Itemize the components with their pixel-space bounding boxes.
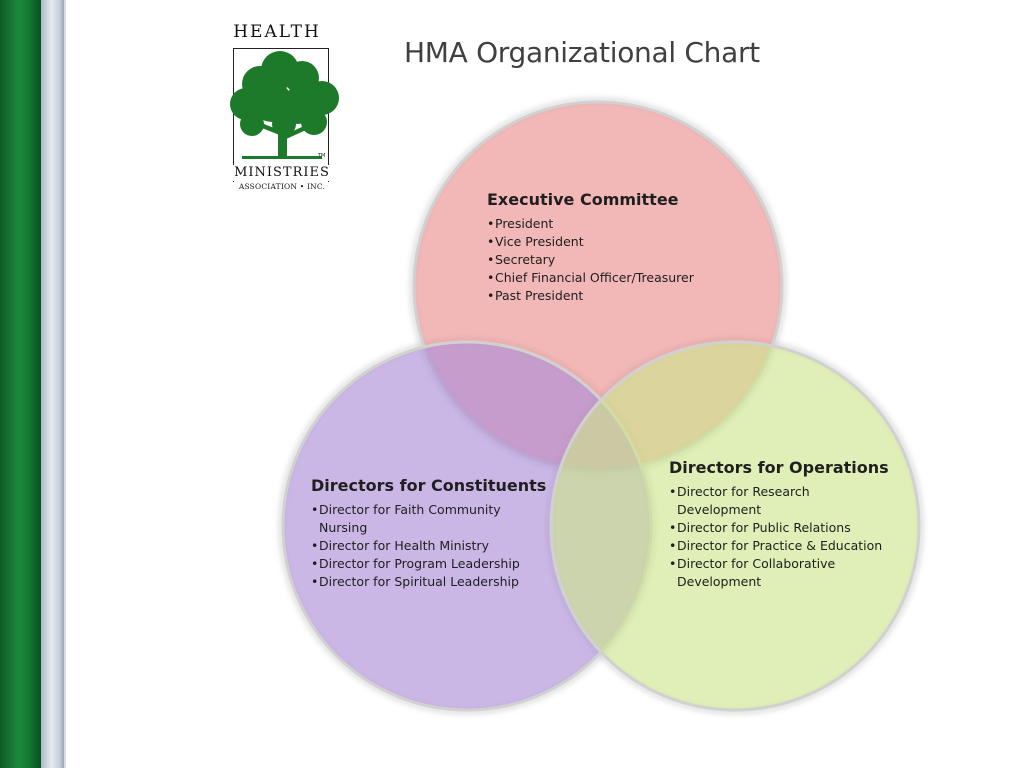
- bullet: •: [311, 502, 319, 517]
- executive-committee-title: Executive Committee: [487, 190, 679, 209]
- list-item-text: Director for Research Development: [677, 484, 810, 517]
- list-item: •Past President: [487, 287, 747, 305]
- list-item-text: President: [495, 216, 554, 231]
- bullet: •: [669, 556, 677, 571]
- logo-sub-text: ASSOCIATION • INC.: [222, 182, 342, 191]
- list-item: •Director for Collaborative Development: [669, 555, 894, 591]
- list-item-text: Director for Spiritual Leadership: [319, 574, 519, 589]
- list-item: •Director for Program Leadership: [311, 555, 551, 573]
- list-item-text: Vice President: [495, 234, 584, 249]
- list-item-text: Chief Financial Officer/Treasurer: [495, 270, 694, 285]
- bullet: •: [487, 216, 495, 231]
- bullet: •: [311, 556, 319, 571]
- list-item: •President: [487, 215, 747, 233]
- logo-tm: TM: [317, 153, 325, 159]
- directors-constituents-group: Directors for Constituents •Director for…: [311, 476, 551, 591]
- page-title: HMA Organizational Chart: [404, 36, 760, 69]
- list-item-text: Director for Health Ministry: [319, 538, 489, 553]
- bullet: •: [487, 252, 495, 267]
- tree-icon: TM: [230, 51, 339, 159]
- list-item-text: Past President: [495, 288, 584, 303]
- list-item: •Vice President: [487, 233, 747, 251]
- bullet: •: [487, 288, 495, 303]
- list-item: •Director for Research Development: [669, 483, 894, 519]
- sidebar-edge: [64, 0, 66, 768]
- operations-circle: [549, 340, 921, 712]
- list-item: •Chief Financial Officer/Treasurer: [487, 269, 747, 287]
- directors-constituents-list: •Director for Faith Community Nursing•Di…: [311, 501, 551, 591]
- list-item: •Director for Faith Community Nursing: [311, 501, 551, 537]
- list-item: •Director for Public Relations: [669, 519, 894, 537]
- list-item-text: Director for Faith Community Nursing: [319, 502, 501, 535]
- list-item: •Director for Practice & Education: [669, 537, 894, 555]
- list-item-text: Secretary: [495, 252, 556, 267]
- hma-logo: HEALTH TM MINISTRIES ASSOCIATION • INC.: [222, 22, 342, 191]
- bullet: •: [669, 520, 677, 535]
- logo-bottom-text: MINISTRIES: [222, 165, 342, 181]
- sidebar-gray-stripe: [41, 0, 64, 768]
- directors-constituents-title: Directors for Constituents: [311, 476, 547, 495]
- logo-top-text: HEALTH: [233, 22, 321, 42]
- sidebar-green-stripe: [0, 0, 41, 768]
- list-item: •Director for Spiritual Leadership: [311, 573, 551, 591]
- executive-committee-list: •President•Vice President•Secretary•Chie…: [487, 215, 747, 305]
- bullet: •: [487, 234, 495, 249]
- directors-operations-list: •Director for Research Development•Direc…: [669, 483, 894, 591]
- bullet: •: [487, 270, 495, 285]
- bullet: •: [669, 484, 677, 499]
- directors-operations-title: Directors for Operations: [669, 458, 889, 477]
- bullet: •: [669, 538, 677, 553]
- list-item-text: Director for Collaborative Development: [677, 556, 836, 589]
- list-item: •Secretary: [487, 251, 747, 269]
- bullet: •: [311, 574, 319, 589]
- executive-committee-group: Executive Committee •President•Vice Pres…: [487, 190, 747, 305]
- list-item-text: Director for Program Leadership: [319, 556, 520, 571]
- list-item: •Director for Health Ministry: [311, 537, 551, 555]
- bullet: •: [311, 538, 319, 553]
- directors-operations-group: Directors for Operations •Director for R…: [669, 458, 894, 591]
- list-item-text: Director for Practice & Education: [677, 538, 883, 553]
- list-item-text: Director for Public Relations: [677, 520, 851, 535]
